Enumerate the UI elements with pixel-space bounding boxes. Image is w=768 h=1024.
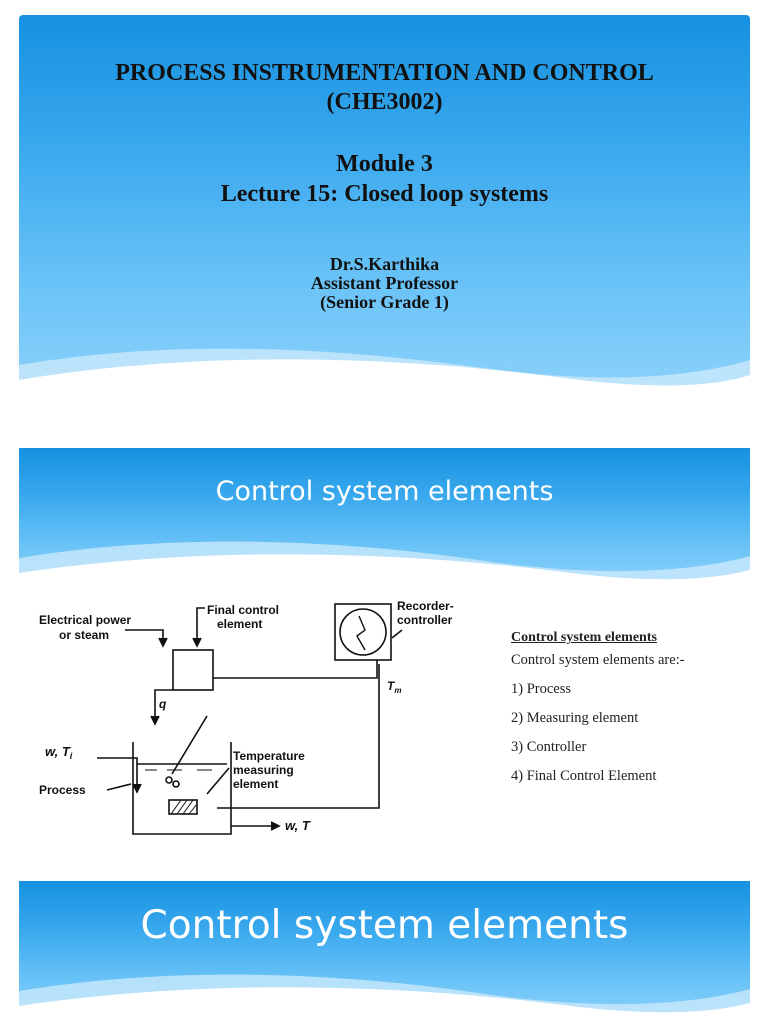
label-recorder: Recorder-: [397, 599, 454, 613]
author-name: Dr.S.Karthika: [329, 254, 440, 274]
author-title: Assistant Professor: [310, 273, 459, 293]
label-final-element: element: [217, 617, 262, 631]
label-steam: or steam: [59, 628, 109, 642]
list-item: 2) Measuring element: [511, 710, 639, 726]
label-inlet: w, Ti: [45, 744, 73, 761]
module-label: Module 3: [336, 151, 433, 177]
label-process: Process: [39, 783, 86, 797]
section-slide: Control system elements: [19, 881, 750, 1024]
wave-decoration: [19, 348, 750, 400]
label-q: q: [159, 697, 167, 711]
slide3-title: Control system elements: [140, 903, 629, 948]
label-outlet: w, T: [285, 818, 311, 833]
arrow: [196, 607, 205, 644]
process-tank: [132, 742, 232, 835]
title-slide: PROCESS INSTRUMENTATION AND CONTROL (CHE…: [19, 15, 750, 400]
elements-list: 1) Process 2) Measuring element 3) Contr…: [511, 681, 741, 785]
course-code: (CHE3002): [326, 89, 443, 115]
recorder-box: [334, 603, 392, 661]
title-banner: [19, 15, 750, 400]
elements-intro: Control system elements are:-: [511, 652, 685, 668]
label-controller: controller: [397, 613, 453, 627]
list-item: 4) Final Control Element: [511, 768, 657, 784]
final-control-box: [172, 649, 214, 691]
wave-decoration: [19, 541, 750, 598]
elements-slide: Control system elements: [19, 448, 750, 860]
label-final-control: Final control: [207, 603, 279, 617]
course-title: PROCESS INSTRUMENTATION AND CONTROL (CHE…: [19, 59, 750, 117]
label-measuring: measuring: [233, 763, 294, 777]
process-control-diagram: Electrical power or steam Final control …: [39, 599, 454, 835]
list-item: 1) Process: [511, 681, 572, 697]
course-name: PROCESS INSTRUMENTATION AND CONTROL: [115, 60, 654, 86]
label-electrical-power: Electrical power: [39, 613, 131, 627]
recorder-dial: [339, 608, 387, 656]
slide2-title: Control system elements: [215, 476, 554, 507]
label-temperature: Temperature: [233, 749, 305, 763]
author-grade: (Senior Grade 1): [320, 292, 449, 312]
lecture-label: Lecture 15: Closed loop systems: [220, 181, 549, 207]
temperature-sensor: [168, 799, 198, 815]
list-item: 3) Controller: [511, 739, 587, 755]
author-block: Dr.S.Karthika Assistant Professor (Senio…: [19, 255, 750, 312]
elements-heading: Control system elements: [511, 630, 657, 645]
label-tm: Tm: [387, 679, 401, 695]
label-element: element: [233, 777, 278, 791]
elements-list-block: Control system elements Control system e…: [511, 630, 741, 797]
lecture-title: Module 3 Lecture 15: Closed loop systems: [19, 149, 750, 209]
wave-decoration: [19, 974, 750, 1024]
